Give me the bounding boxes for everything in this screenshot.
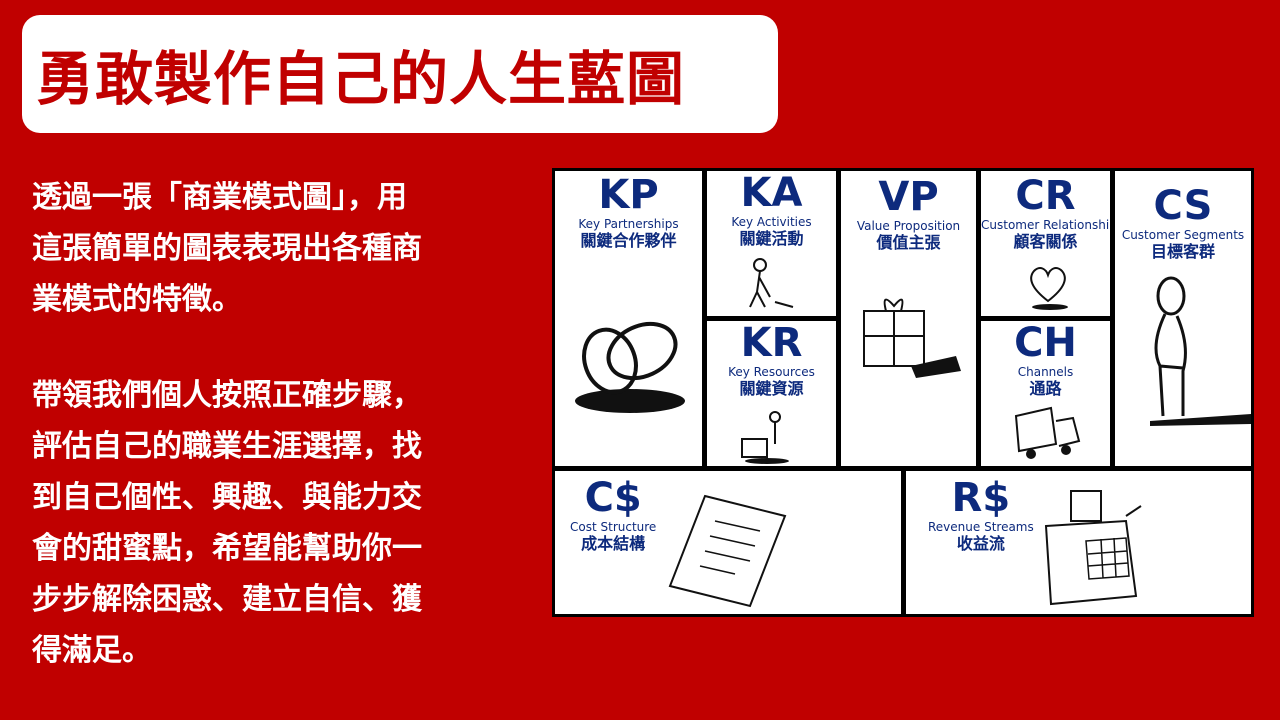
cell-abbr: R$ bbox=[951, 475, 1011, 521]
gift-icon bbox=[863, 298, 961, 378]
cell-zh: 關鍵資源 bbox=[739, 379, 804, 398]
cell-abbr: KA bbox=[740, 171, 803, 216]
cell-key-partnerships: KP Key Partnerships 關鍵合作夥伴 bbox=[555, 171, 702, 466]
cell-en: Value Proposition bbox=[856, 219, 961, 233]
text-line: 得滿足。 bbox=[32, 633, 152, 668]
slide-title: 勇敢製作自己的人生藍圖 bbox=[36, 45, 686, 113]
text-line: 業模式的特徵。 bbox=[32, 282, 242, 317]
cell-zh: 顧客關係 bbox=[1013, 232, 1078, 251]
rings-icon bbox=[575, 321, 685, 413]
text-line: 評估自己的職業生涯選擇，找 bbox=[32, 429, 422, 464]
description-paragraph: 帶領我們個人按照正確步驟， 評估自己的職業生涯選擇，找 到自己個性、興趣、與能力… bbox=[32, 370, 532, 676]
text-line: 步步解除困惑、建立自信、獲 bbox=[32, 582, 422, 617]
cell-zh: 目標客群 bbox=[1150, 242, 1215, 261]
text-line: 帶領我們個人按照正確步驟， bbox=[32, 378, 422, 413]
cell-en: Channels bbox=[1017, 365, 1074, 379]
cell-zh: 通路 bbox=[1029, 379, 1062, 398]
cell-abbr: KR bbox=[740, 321, 803, 366]
cell-abbr: KP bbox=[598, 172, 659, 218]
cell-abbr: CH bbox=[1014, 321, 1077, 366]
cell-en: Customer Segments bbox=[1121, 228, 1245, 242]
cart-icon bbox=[741, 411, 789, 464]
cell-abbr: CR bbox=[1015, 173, 1076, 219]
cell-revenue-streams: R$ Revenue Streams 收益流 bbox=[906, 471, 1251, 614]
cell-en: Revenue Streams bbox=[928, 520, 1034, 534]
cell-zh: 關鍵活動 bbox=[739, 229, 804, 248]
worker-icon bbox=[749, 258, 794, 308]
business-model-canvas: KP Key Partnerships 關鍵合作夥伴 KA Key Activi… bbox=[552, 168, 1254, 617]
cell-channels: CH Channels 通路 bbox=[981, 321, 1110, 466]
cell-abbr: C$ bbox=[584, 475, 642, 521]
cell-zh: 關鍵合作夥伴 bbox=[580, 231, 677, 250]
text-line: 透過一張「商業模式圖」，用 bbox=[32, 180, 407, 215]
cell-en: Customer Relationships bbox=[981, 218, 1110, 232]
cell-key-activities: KA Key Activities 關鍵活動 bbox=[707, 171, 836, 316]
cell-zh: 收益流 bbox=[956, 534, 1005, 553]
cell-en: Key Activities bbox=[731, 215, 812, 229]
person-icon bbox=[1150, 276, 1251, 426]
text-line: 會的甜蜜點，希望能幫助你一 bbox=[32, 531, 422, 566]
truck-icon bbox=[1014, 406, 1081, 459]
cell-customer-relationships: CR Customer Relationships 顧客關係 bbox=[981, 171, 1110, 316]
cell-value-proposition: VP Value Proposition 價值主張 bbox=[841, 171, 976, 466]
intro-paragraph: 透過一張「商業模式圖」，用 這張簡單的圖表表現出各種商 業模式的特徵。 bbox=[32, 172, 532, 325]
cell-en: Cost Structure bbox=[570, 520, 657, 534]
cell-en: Key Partnerships bbox=[578, 217, 679, 231]
cell-abbr: VP bbox=[878, 174, 939, 220]
cell-zh: 價值主張 bbox=[876, 233, 941, 252]
cell-cost-structure: C$ Cost Structure 成本結構 bbox=[555, 471, 901, 614]
cell-key-resources: KR Key Resources 關鍵資源 bbox=[707, 321, 836, 466]
cash-register-icon bbox=[1044, 490, 1142, 606]
cell-abbr: CS bbox=[1153, 183, 1213, 229]
text-line: 這張簡單的圖表表現出各種商 bbox=[32, 231, 422, 266]
cell-en: Key Resources bbox=[728, 365, 815, 379]
cell-zh: 成本結構 bbox=[581, 534, 646, 553]
cell-customer-segments: CS Customer Segments 目標客群 bbox=[1115, 171, 1251, 466]
heart-icon bbox=[1030, 267, 1068, 310]
text-line: 到自己個性、興趣、與能力交 bbox=[32, 480, 422, 515]
receipt-icon bbox=[668, 494, 787, 608]
title-box: 勇敢製作自己的人生藍圖 bbox=[22, 15, 778, 133]
